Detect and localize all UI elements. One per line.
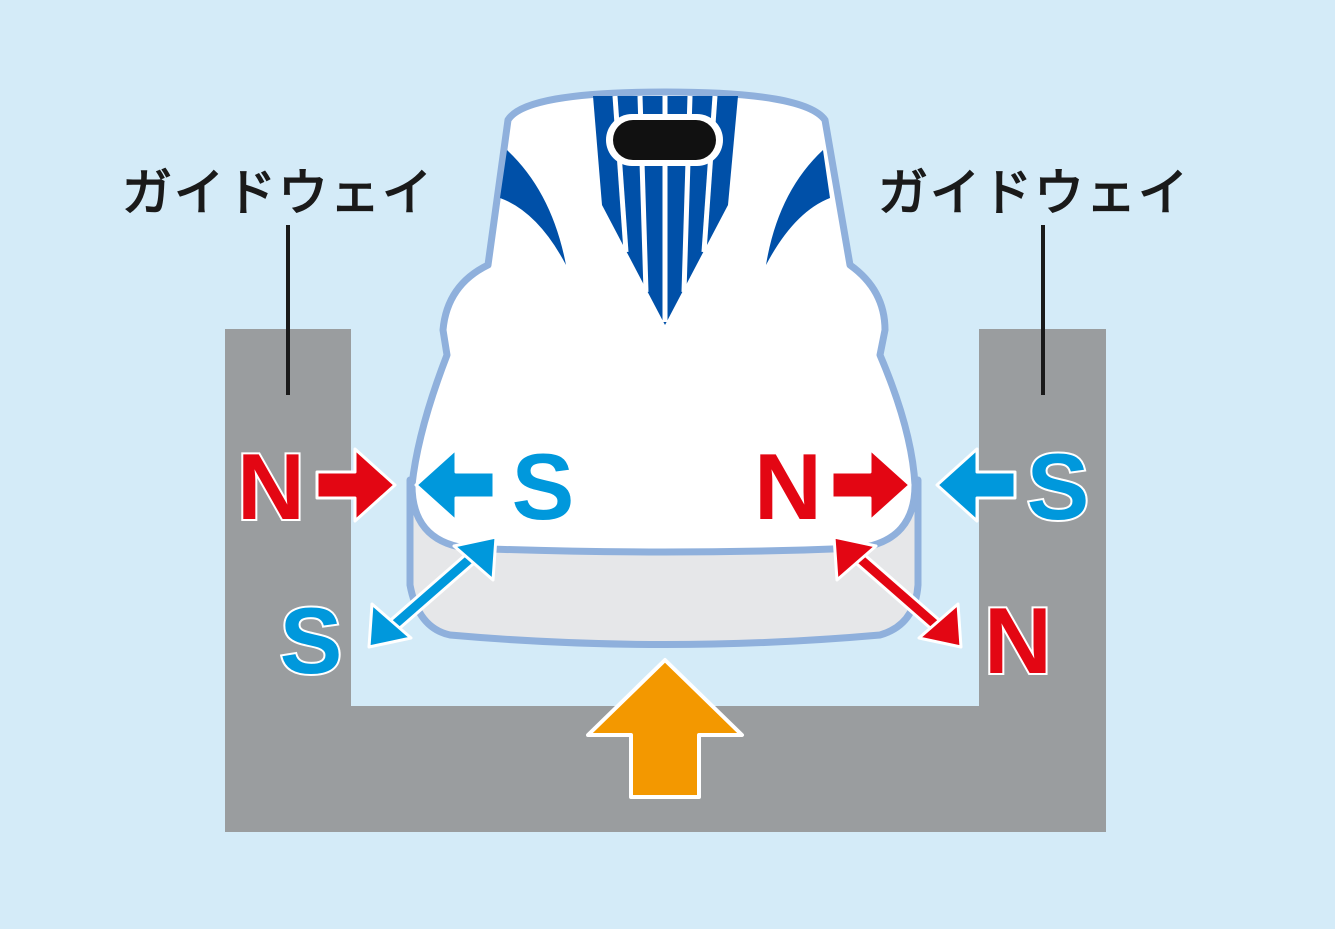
- train-cockpit-window: [613, 120, 716, 160]
- pole-left-guideway-upper: N: [237, 434, 305, 539]
- guideway-u-channel: [225, 329, 1106, 832]
- pole-right-train-upper: N: [754, 434, 822, 539]
- train-side-accent-right: [766, 150, 830, 265]
- arrow-right-s-from-wall: [935, 447, 1017, 523]
- pole-left-lower: S: [280, 588, 343, 693]
- train-nose: [406, 88, 922, 648]
- arrow-left-diagonal: [367, 535, 498, 649]
- arrow-right-n-to-wall: [830, 447, 912, 523]
- pole-left-train-upper: S: [512, 434, 575, 539]
- arrow-left-n-to-train: [315, 447, 397, 523]
- pole-right-lower: N: [984, 588, 1052, 693]
- guideway-label-left: ガイドウェイ: [122, 164, 434, 222]
- arrow-left-s-from-train: [414, 447, 496, 523]
- train-side-accent-left: [500, 150, 566, 265]
- arrow-right-diagonal: [832, 535, 963, 649]
- pole-right-guideway-upper: S: [1027, 434, 1090, 539]
- lift-arrow: [586, 658, 744, 799]
- guideway-label-right: ガイドウェイ: [878, 164, 1190, 222]
